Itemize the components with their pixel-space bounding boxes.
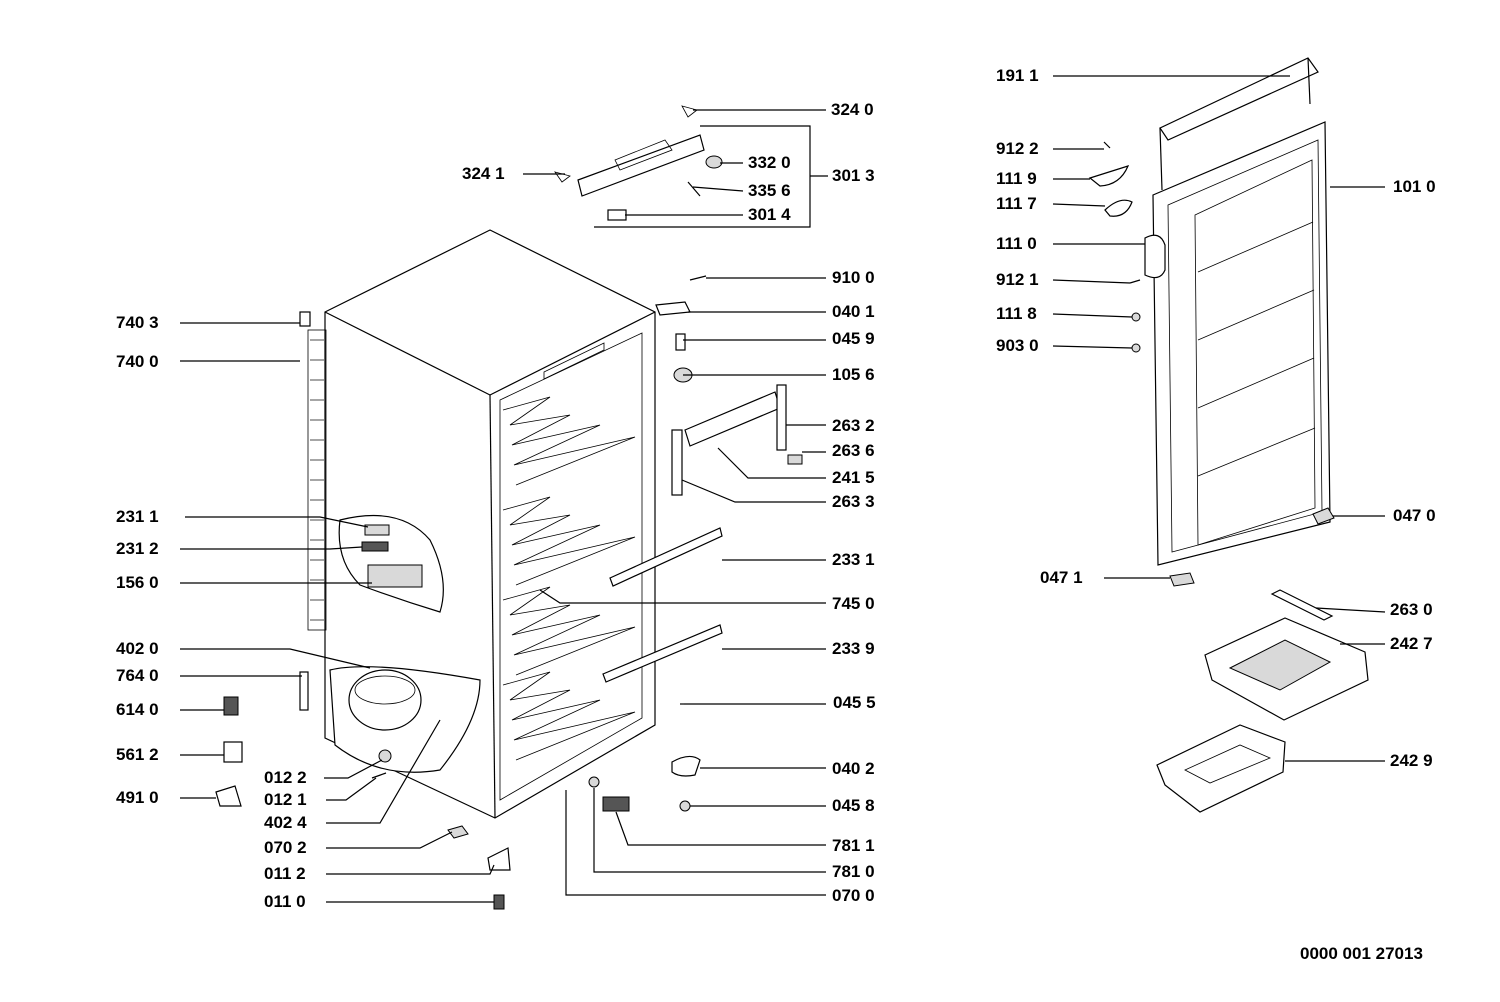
callout-111-9: 111 9 bbox=[996, 169, 1037, 188]
callout-402-0: 402 0 bbox=[116, 639, 159, 658]
callout-231-1: 231 1 bbox=[116, 507, 159, 526]
electrical-parts bbox=[215, 671, 511, 910]
callout-231-2: 231 2 bbox=[116, 539, 159, 558]
callout-745-0: 745 0 bbox=[832, 594, 875, 613]
callout-233-1: 233 1 bbox=[832, 550, 875, 569]
callout-614-0: 614 0 bbox=[116, 700, 159, 719]
callout-263-6: 263 6 bbox=[832, 441, 875, 460]
callout-045-5: 045 5 bbox=[833, 693, 876, 712]
callout-111-7: 111 7 bbox=[996, 194, 1037, 213]
callout-045-9: 045 9 bbox=[832, 329, 875, 348]
callout-903-0: 903 0 bbox=[996, 336, 1039, 355]
callout-263-0: 263 0 bbox=[1390, 600, 1433, 619]
callout-105-6: 105 6 bbox=[832, 365, 875, 384]
callout-045-8: 045 8 bbox=[832, 796, 875, 815]
callout-491-0: 491 0 bbox=[116, 788, 159, 807]
back-condenser bbox=[299, 311, 327, 631]
callout-335-6: 335 6 bbox=[748, 181, 791, 200]
callout-242-9: 242 9 bbox=[1390, 751, 1433, 770]
callout-263-3: 263 3 bbox=[832, 492, 875, 511]
callout-781-0: 781 0 bbox=[832, 862, 875, 881]
callout-040-2: 040 2 bbox=[832, 759, 875, 778]
callout-011-2: 011 2 bbox=[264, 864, 306, 883]
callout-764-0: 764 0 bbox=[116, 666, 159, 685]
callout-156-0: 156 0 bbox=[116, 573, 159, 592]
callout-740-3: 740 3 bbox=[116, 313, 159, 332]
callout-111-0: 111 0 bbox=[996, 234, 1037, 253]
callout-912-2: 912 2 bbox=[996, 139, 1039, 158]
callout-301-3: 301 3 bbox=[832, 166, 875, 185]
callout-101-0: 101 0 bbox=[1393, 177, 1436, 196]
door-gasket bbox=[1159, 57, 1319, 141]
callout-324-0: 324 0 bbox=[831, 100, 874, 119]
drawers bbox=[1156, 589, 1369, 813]
callout-012-2: 012 2 bbox=[264, 768, 307, 787]
hinge-and-accessory-parts bbox=[602, 275, 803, 812]
callout-012-1: 012 1 bbox=[264, 790, 307, 809]
cabinet-body bbox=[299, 229, 656, 819]
callout-011-0: 011 0 bbox=[264, 892, 306, 911]
callout-047-0: 047 0 bbox=[1393, 506, 1436, 525]
callout-233-9: 233 9 bbox=[832, 639, 875, 658]
callout-324-1: 324 1 bbox=[462, 164, 505, 183]
callout-047-1: 047 1 bbox=[1040, 568, 1083, 587]
drawing-number: 0000 001 27013 bbox=[1300, 944, 1423, 963]
control-panel-parts bbox=[554, 105, 723, 221]
leader-lines bbox=[180, 75, 1386, 903]
wire-shelves bbox=[502, 396, 636, 761]
callout-070-0: 070 0 bbox=[832, 886, 875, 905]
evaporator-cutout bbox=[338, 514, 444, 613]
callout-910-0: 910 0 bbox=[832, 268, 875, 287]
callout-040-1: 040 1 bbox=[832, 302, 875, 321]
callout-242-7: 242 7 bbox=[1390, 634, 1433, 653]
callout-781-1: 781 1 bbox=[832, 836, 875, 855]
callout-301-4: 301 4 bbox=[748, 205, 791, 224]
callout-191-1: 191 1 bbox=[996, 66, 1039, 85]
grommet bbox=[378, 749, 392, 763]
door-panel bbox=[1152, 121, 1331, 566]
callout-402-4: 402 4 bbox=[264, 813, 307, 832]
callout-912-1: 912 1 bbox=[996, 270, 1039, 289]
callout-561-2: 561 2 bbox=[116, 745, 159, 764]
compressor bbox=[348, 669, 422, 731]
drawer-lower bbox=[1156, 724, 1286, 813]
callout-241-5: 241 5 bbox=[832, 468, 875, 487]
callout-070-2: 070 2 bbox=[264, 838, 307, 857]
callout-111-8: 111 8 bbox=[996, 304, 1037, 323]
callout-263-2: 263 2 bbox=[832, 416, 875, 435]
callout-332-0: 332 0 bbox=[748, 153, 791, 172]
door-assembly bbox=[1088, 57, 1335, 587]
callout-740-0: 740 0 bbox=[116, 352, 159, 371]
door-handle bbox=[1144, 234, 1166, 279]
